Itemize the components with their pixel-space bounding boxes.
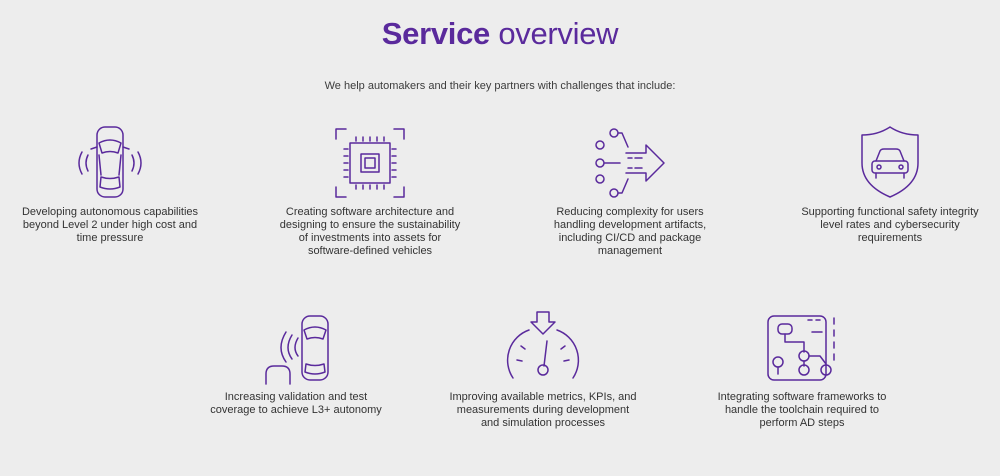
- service-card-frameworks: Integrating software frameworks to handl…: [702, 308, 902, 430]
- service-card-autonomous: Developing autonomous capabilities beyon…: [10, 123, 210, 245]
- service-text: Increasing validation and test coverage …: [210, 391, 382, 416]
- service-text: Creating software architecture and desig…: [279, 206, 461, 257]
- microchip-icon: [330, 123, 410, 203]
- service-card-safety: Supporting functional safety integrity l…: [790, 123, 990, 245]
- service-card-architecture: Creating software architecture and desig…: [270, 123, 470, 258]
- page-title: Service overview: [0, 14, 1000, 54]
- service-text: Developing autonomous capabilities beyon…: [21, 206, 199, 244]
- service-card-validation: Increasing validation and test coverage …: [196, 308, 396, 417]
- service-text: Supporting functional safety integrity l…: [801, 206, 979, 244]
- speedometer-icon: [503, 308, 583, 388]
- title-bold: Service: [381, 16, 491, 51]
- page-subtitle: We help automakers and their key partner…: [324, 80, 676, 92]
- car-validation-icon: [256, 308, 336, 388]
- service-card-metrics: Improving available metrics, KPIs, and m…: [443, 308, 643, 430]
- service-text: Reducing complexity for users handling d…: [553, 206, 707, 257]
- shield-car-icon: [850, 123, 930, 203]
- service-text: Integrating software frameworks to handl…: [717, 391, 887, 429]
- service-card-complexity: Reducing complexity for users handling d…: [530, 123, 730, 258]
- circuit-board-icon: [762, 308, 842, 388]
- service-text: Improving available metrics, KPIs, and m…: [449, 391, 637, 429]
- autonomous-car-icon: [70, 123, 150, 203]
- pipeline-arrow-icon: [590, 123, 670, 203]
- title-rest: overview: [498, 16, 619, 51]
